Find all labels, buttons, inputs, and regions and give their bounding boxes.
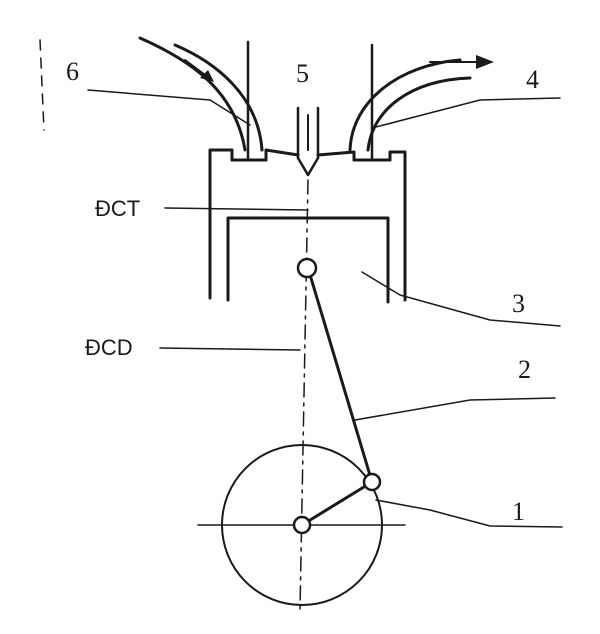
label-1: 1 (512, 497, 525, 526)
cylinder-head-right (316, 150, 356, 162)
leader-bdc (159, 347, 301, 351)
leader-2 (354, 397, 556, 421)
cylinder (208, 148, 407, 302)
leader-6 (87, 89, 251, 126)
margin-mark (39, 39, 45, 131)
piston-pin (296, 257, 318, 279)
intake-arrow-head (200, 70, 214, 82)
crank-arm (300, 480, 374, 527)
label-5: 5 (296, 59, 309, 88)
injector-tip (296, 156, 320, 177)
label-4: 4 (526, 65, 539, 94)
leader-tdc (164, 207, 309, 211)
injector (296, 106, 320, 177)
label-6: 6 (66, 57, 79, 86)
label-3: 3 (512, 289, 525, 318)
cylinder-head-left (264, 148, 300, 162)
leader-lines (87, 89, 563, 528)
leader-1 (375, 499, 563, 528)
exhaust-wall-inner (348, 58, 462, 152)
label-2: 2 (518, 355, 531, 384)
cylinder-wall-right (388, 150, 407, 302)
crank-pin (362, 472, 382, 492)
intake-wall-inner (173, 43, 264, 152)
intake-port (138, 36, 264, 152)
label-tdc: ĐCT (95, 196, 140, 221)
exhaust-arrow-head (476, 55, 494, 69)
cylinder-wall-left (208, 148, 234, 300)
exhaust-valve (352, 43, 392, 162)
leader-3 (361, 271, 561, 327)
crank-center (292, 515, 312, 535)
label-bdc: ĐCD (85, 335, 133, 360)
leader-4 (371, 97, 561, 129)
connecting-rod (306, 266, 374, 484)
intake-valve (230, 40, 268, 162)
cylinder-axis (299, 179, 309, 611)
